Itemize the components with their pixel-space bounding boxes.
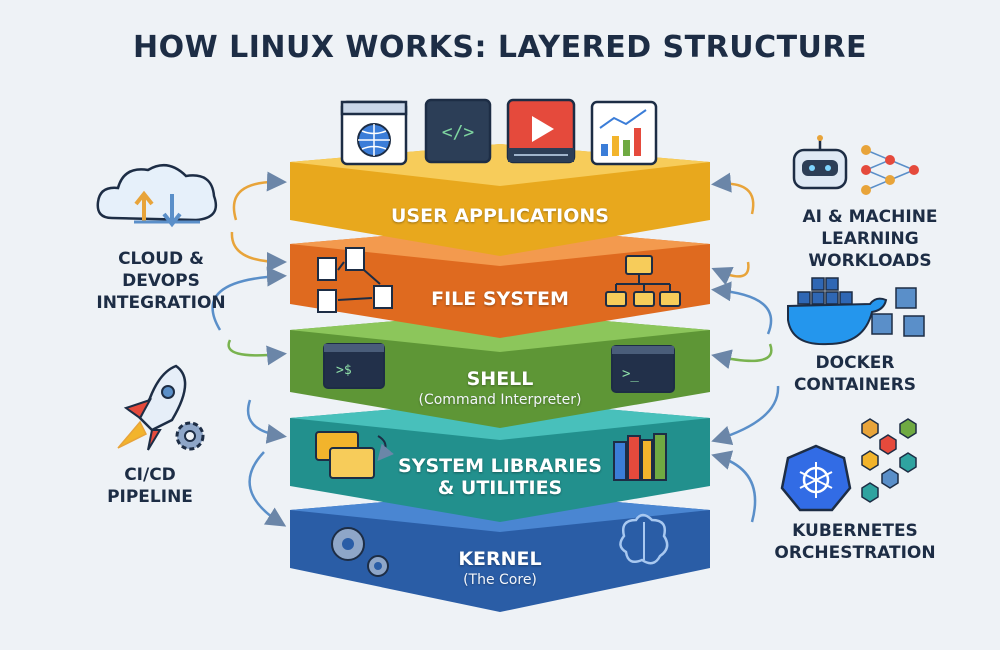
video-player-icon bbox=[506, 98, 576, 164]
docker-whale-icon bbox=[787, 277, 925, 346]
layer-label-libraries: SYSTEM LIBRARIES & UTILITIES bbox=[398, 455, 602, 499]
chart-dashboard-icon bbox=[590, 100, 658, 166]
terminal-icon-right: >_ bbox=[611, 345, 675, 393]
gear-icon bbox=[175, 421, 205, 451]
books-icon bbox=[613, 433, 667, 481]
right-connector-arrows bbox=[711, 172, 780, 523]
file-flow-icon bbox=[317, 247, 393, 313]
layer-label-shell: SHELL bbox=[466, 368, 534, 390]
label-kubernetes: KUBERNETES ORCHESTRATION bbox=[774, 521, 936, 563]
robot-network-icon bbox=[792, 135, 919, 195]
kubernetes-wheel-icon bbox=[780, 418, 917, 512]
label-cicd: CI/CD PIPELINE bbox=[107, 465, 193, 507]
terminal-icon-left: >$ bbox=[323, 343, 385, 389]
layer-label-applications: USER APPLICATIONS bbox=[390, 205, 609, 227]
label-cloud-devops: CLOUD & DEVOPS INTEGRATION bbox=[96, 249, 226, 313]
label-ai-ml: AI & MACHINE LEARNING WORKLOADS bbox=[802, 207, 938, 271]
svg-text:</>: </> bbox=[442, 122, 475, 143]
code-editor-icon: </> bbox=[424, 98, 492, 164]
layer-sub-kernel: (The Core) bbox=[463, 572, 537, 588]
gears-icon bbox=[331, 527, 389, 577]
layer-label-kernel: KERNEL bbox=[458, 548, 542, 570]
layer-sub-shell: (Command Interpreter) bbox=[418, 392, 582, 408]
brain-icon bbox=[619, 513, 669, 565]
rocket-icon bbox=[117, 364, 187, 451]
diagram-title: HOW LINUX WORKS: LAYERED STRUCTURE bbox=[132, 30, 868, 65]
label-docker: DOCKER CONTAINERS bbox=[793, 353, 917, 395]
folders-sync-icon bbox=[315, 431, 394, 479]
svg-text:>$: >$ bbox=[336, 363, 352, 378]
layer-label-filesystem: FILE SYSTEM bbox=[431, 288, 569, 310]
cloud-sync-icon bbox=[96, 163, 218, 228]
svg-text:>_: >_ bbox=[622, 366, 639, 382]
left-connector-arrows bbox=[211, 171, 287, 527]
folder-tree-icon bbox=[605, 255, 681, 307]
browser-globe-icon bbox=[340, 100, 408, 166]
